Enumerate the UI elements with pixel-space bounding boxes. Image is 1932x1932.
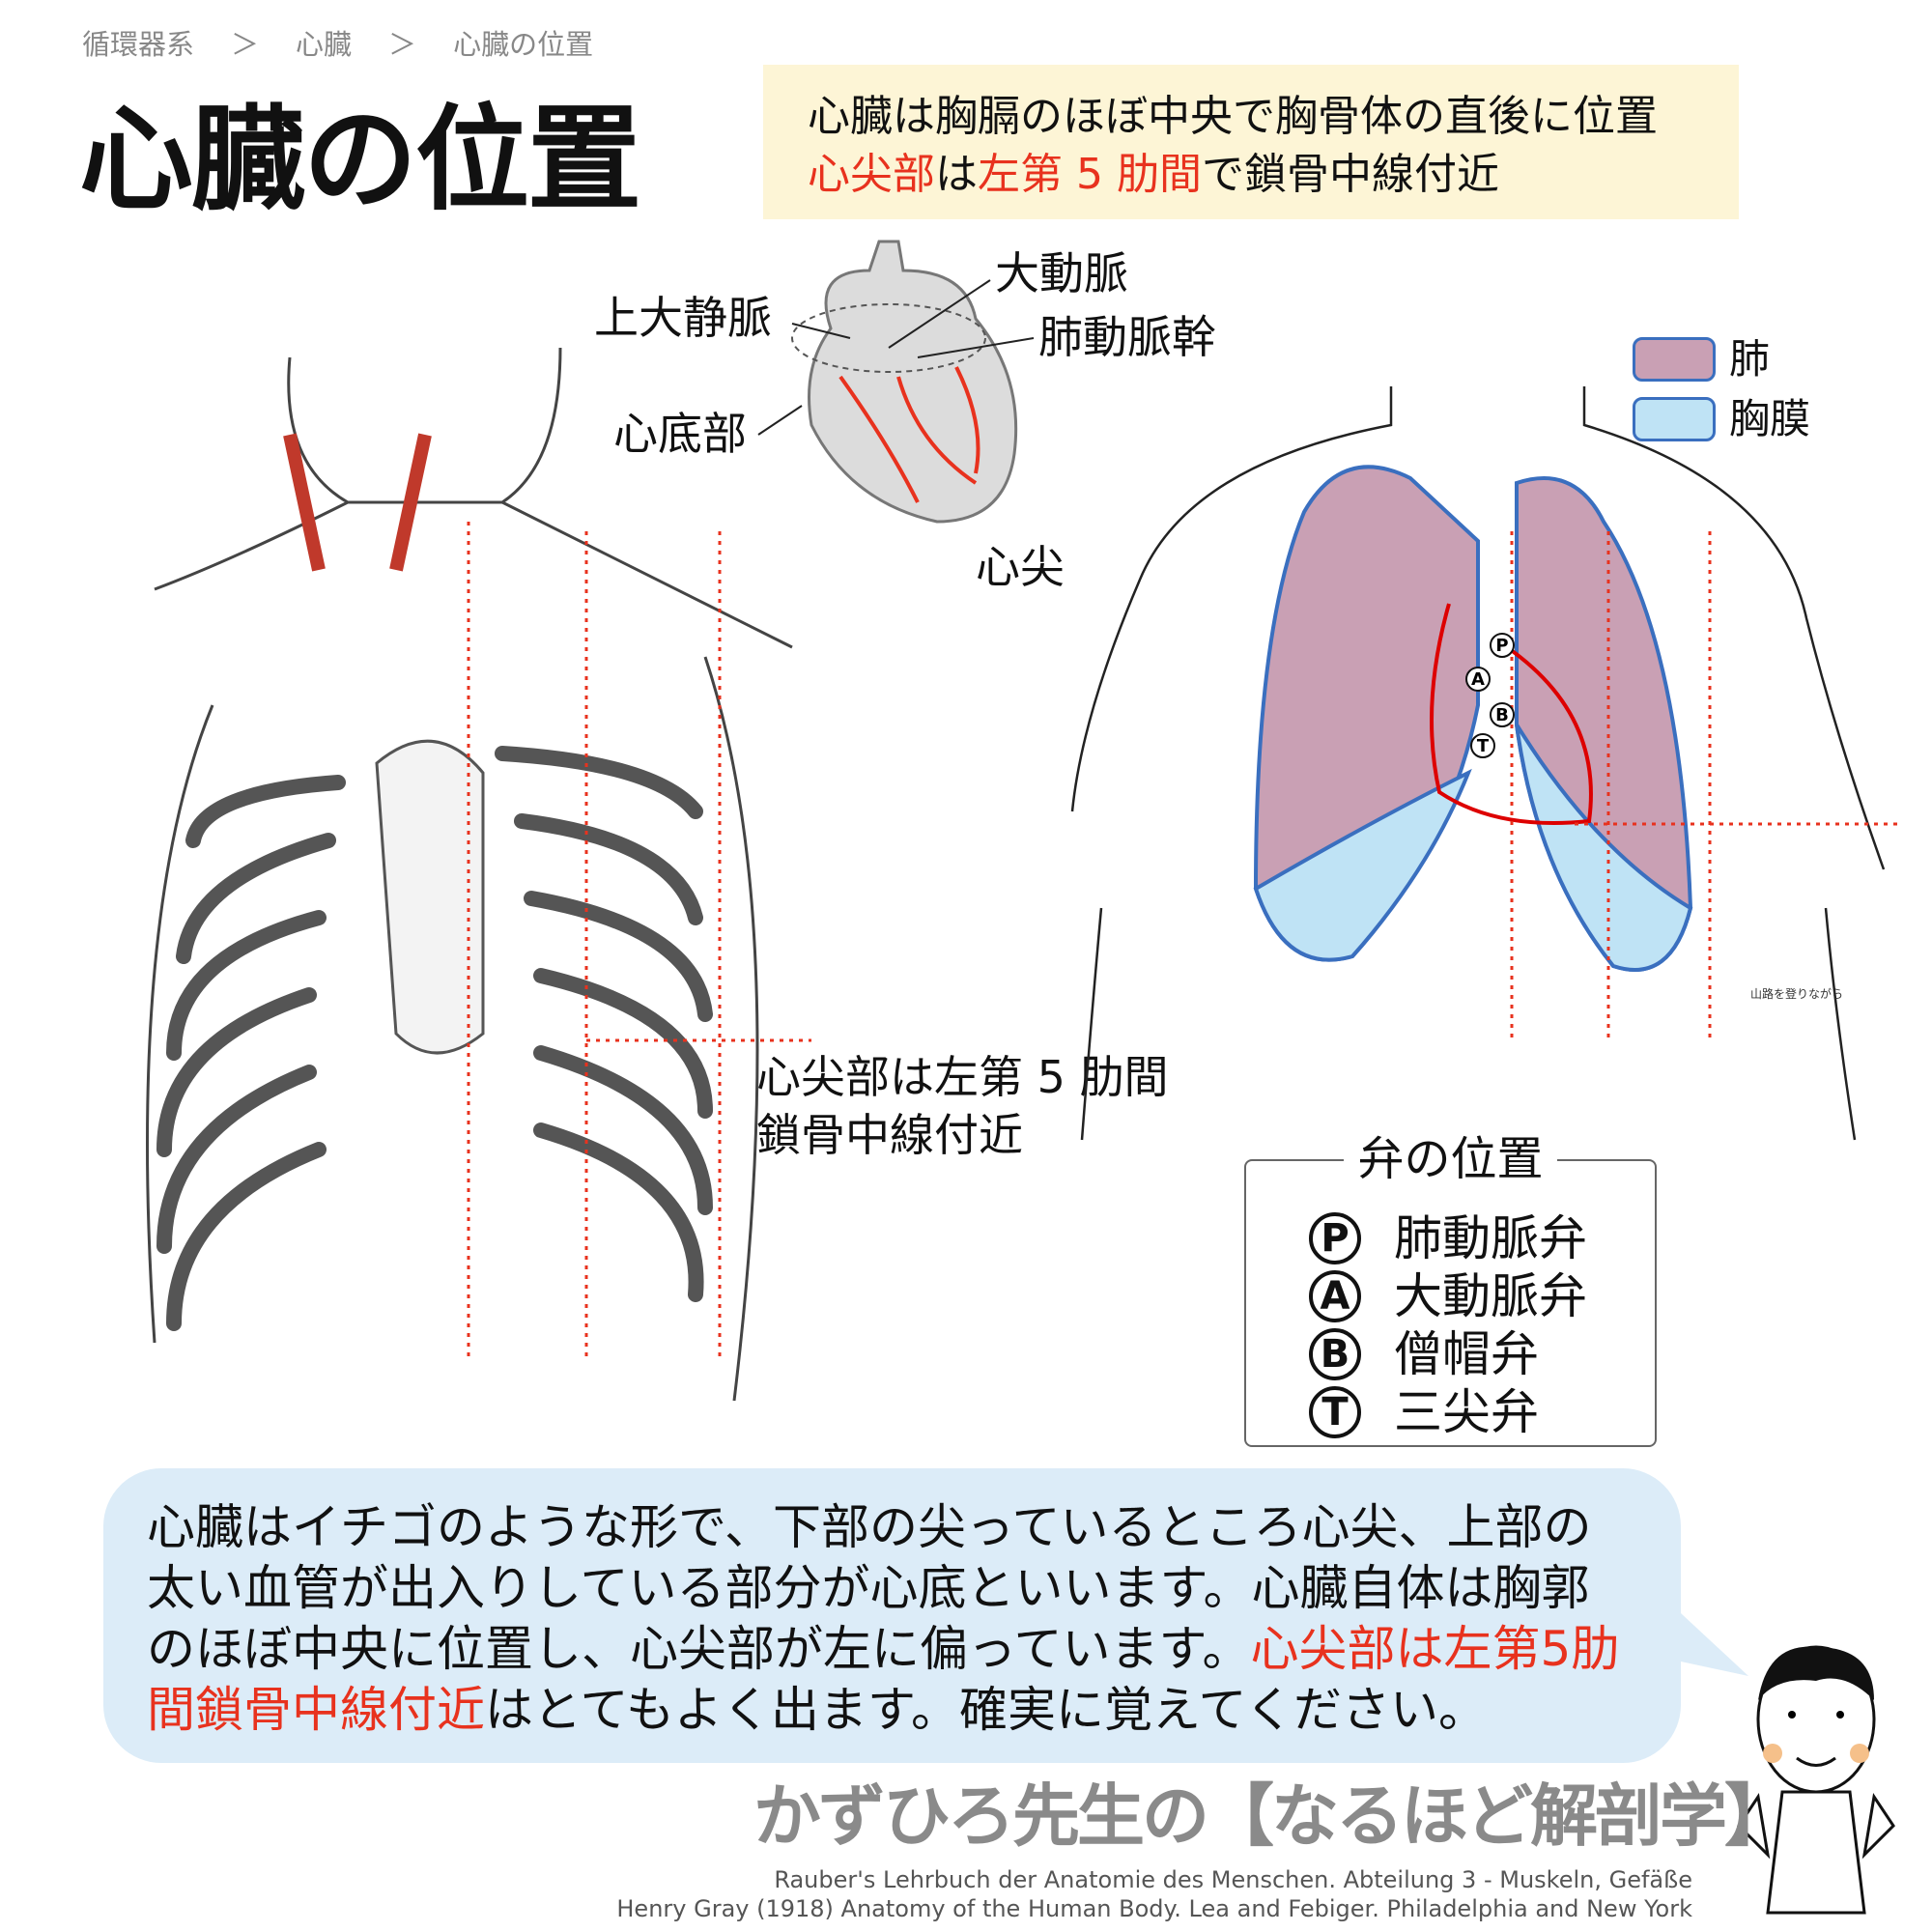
valve-letter-icon: B (1309, 1328, 1361, 1380)
valve-item: A 大動脈弁 (1309, 1267, 1655, 1325)
apex-annotation-line-1: 心尖部は左第 5 肋間 (756, 1051, 1169, 1103)
valve-name: 三尖弁 (1394, 1384, 1539, 1440)
label-aorta: 大動脈 (995, 247, 1128, 299)
explanation-bubble: 心臓はイチゴのような形で、下部の尖っているところ心尖、上部の太い血管が出入りして… (103, 1468, 1681, 1763)
note-highlight: 心尖部 (808, 150, 935, 199)
pleura-swatch (1633, 397, 1716, 441)
note-line-2: 心尖部は左第 5 肋間で鎖骨中線付近 (808, 146, 1694, 204)
legend-pleura: 胸膜 (1633, 395, 1810, 443)
label-base: 心底部 (613, 408, 747, 460)
note-text: で鎖骨中線付近 (1201, 150, 1499, 199)
legend: 肺 胸膜 (1633, 335, 1810, 443)
lung-valve-diagram: P A B T (1070, 386, 1903, 1141)
thorax-illustration (146, 347, 811, 1402)
breadcrumb-separator: ＞ (388, 28, 417, 61)
label-pulmonary-trunk: 肺動脈幹 (1038, 311, 1216, 363)
lung-swatch (1633, 337, 1716, 382)
apex-annotation: 心尖部は左第 5 肋間 鎖骨中線付近 (756, 1048, 1169, 1164)
brand-title: かずひろ先生の【なるほど解剖学】 (753, 1776, 1792, 1856)
citation: Henry Gray (1918) Anatomy of the Human B… (616, 1895, 1692, 1922)
valve-item: P 肺動脈弁 (1309, 1209, 1655, 1267)
valve-item: B 僧帽弁 (1309, 1325, 1655, 1383)
citation: Rauber's Lehrbuch der Anatomie des Mensc… (774, 1866, 1692, 1893)
explanation-text: はとてもよく出ます。確実に覚えてください。 (485, 1682, 1487, 1738)
valve-marker-a: A (1471, 669, 1485, 690)
valve-marker-t: T (1477, 736, 1490, 756)
note-highlight: 左第 5 肋間 (978, 150, 1202, 199)
breadcrumb-current: 心臓の位置 (453, 28, 594, 61)
valve-name: 肺動脈弁 (1394, 1210, 1587, 1266)
valve-name: 大動脈弁 (1394, 1268, 1587, 1324)
note-text: は (935, 150, 978, 199)
valve-name: 僧帽弁 (1394, 1326, 1539, 1382)
valve-letter-icon: P (1309, 1212, 1361, 1264)
valve-marker-b: B (1495, 705, 1509, 725)
valve-letter-icon: T (1309, 1386, 1361, 1438)
summary-note: 心臓は胸膈のほぼ中央で胸骨体の直後に位置 心尖部は左第 5 肋間で鎖骨中線付近 (763, 65, 1739, 219)
explanation-highlight: 心尖部は左第5肋間鎖骨中線付近 (147, 1621, 1620, 1738)
valve-legend: 弁の位置 P 肺動脈弁 A 大動脈弁 B 僧帽弁 T 三尖弁 (1244, 1132, 1657, 1447)
valve-legend-title: 弁の位置 (1344, 1132, 1557, 1186)
valve-marker-p: P (1495, 636, 1508, 656)
label-svc: 上大静脈 (594, 292, 772, 344)
page-title: 心臓の位置 (79, 93, 641, 226)
breadcrumb: 循環器系 ＞ 心臓 ＞ 心臓の位置 (82, 27, 593, 62)
apex-annotation-line-2: 鎖骨中線付近 (756, 1109, 1023, 1161)
note-line-1: 心臓は胸膈のほぼ中央で胸骨体の直後に位置 (808, 92, 1658, 141)
valve-item: T 三尖弁 (1309, 1383, 1655, 1441)
breadcrumb-item[interactable]: 循環器系 (82, 28, 195, 61)
valve-letter-icon: A (1309, 1270, 1361, 1322)
teacher-avatar (1737, 1645, 1895, 1915)
breadcrumb-separator: ＞ (231, 28, 260, 61)
bubble-tail (1681, 1613, 1748, 1676)
legend-lung: 肺 (1633, 335, 1810, 384)
legend-pleura-label: 胸膜 (1729, 395, 1811, 442)
label-apex: 心尖 (976, 541, 1065, 593)
explanation-text: 心臓はイチゴのような形で、下部の尖っているところ心尖、上部の太い血管が出入りして… (147, 1499, 1592, 1677)
signature: 山路を登りながら (1750, 987, 1844, 1001)
legend-lung-label: 肺 (1729, 335, 1771, 383)
breadcrumb-item[interactable]: 心臓 (296, 28, 353, 61)
